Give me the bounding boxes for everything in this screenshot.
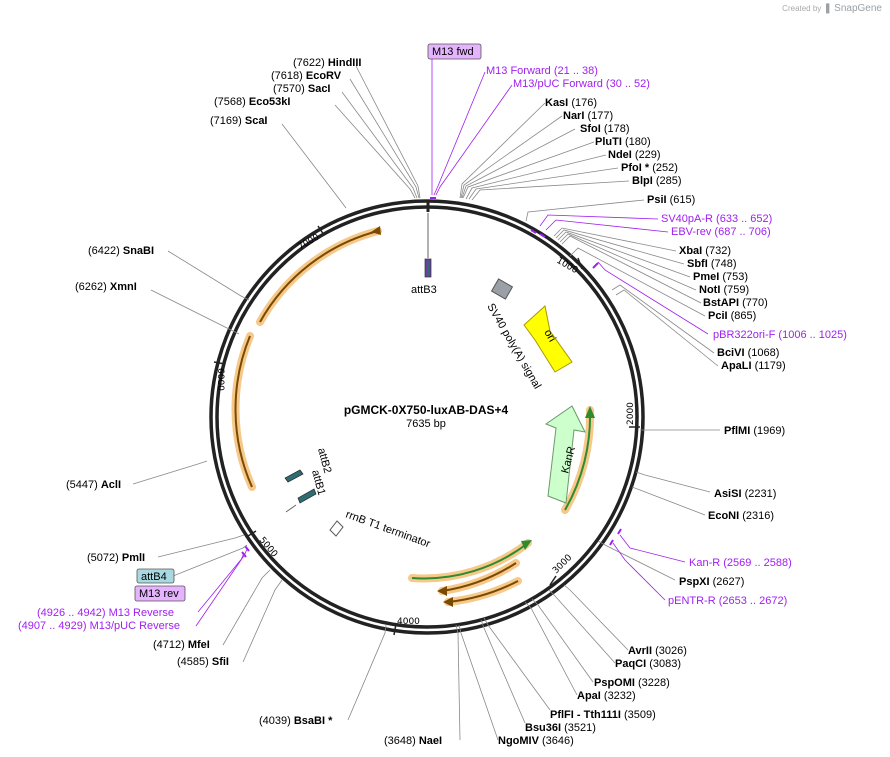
attb-connector bbox=[285, 504, 297, 513]
ori-label: ori bbox=[541, 328, 558, 345]
sv40-polya-label: SV40 poly(A) signal bbox=[484, 302, 543, 392]
attb1-feature bbox=[297, 488, 317, 504]
enzyme-label: (7570) SacI bbox=[273, 83, 331, 95]
primer-label: M13/pUC Forward (30 .. 52) bbox=[513, 78, 650, 90]
attb4-box bbox=[136, 568, 175, 584]
tick-3000: 3000 bbox=[551, 553, 574, 576]
attb4-box-label: attB4 bbox=[141, 571, 167, 583]
enzyme-label: NarI (177) bbox=[563, 110, 613, 122]
feature-6000-arc bbox=[234, 335, 253, 488]
rrnb-t1-terminator-feature bbox=[329, 520, 344, 537]
primer-label: (4907 .. 4929) M13/pUC Reverse bbox=[18, 620, 180, 632]
feature-7000-arrowhead bbox=[371, 226, 381, 235]
enzyme-label: (5072) PmlI bbox=[87, 552, 145, 564]
tick-2000: 2000 bbox=[626, 402, 636, 425]
watermark-prefix: Created by bbox=[782, 4, 822, 13]
bottom-green-arc bbox=[411, 542, 529, 580]
primer-marks bbox=[241, 197, 622, 558]
primer-label: pBR322ori-F (1006 .. 1025) bbox=[713, 329, 847, 341]
enzyme-label: Bsu36I (3521) bbox=[525, 722, 596, 734]
enzyme-label: SbfI (748) bbox=[687, 258, 737, 270]
kanr-feature bbox=[544, 405, 586, 504]
enzyme-label: EcoNI (2316) bbox=[708, 510, 774, 522]
enzyme-label: NgoMIV (3646) bbox=[498, 735, 574, 747]
enzyme-label: (4712) MfeI bbox=[153, 639, 210, 651]
feature-7000-arc bbox=[259, 230, 379, 323]
plasmid-length: 7635 bp bbox=[406, 418, 446, 430]
enzyme-label: (4039) BsaBI * bbox=[259, 715, 333, 727]
m13-fwd-box bbox=[427, 43, 482, 60]
primer-label: pENTR-R (2653 .. 2672) bbox=[668, 595, 787, 607]
enzyme-label: PaqCI (3083) bbox=[615, 658, 681, 670]
attb3-feature-highlight bbox=[427, 261, 429, 275]
enzyme-label: (6422) SnaBI bbox=[88, 245, 154, 257]
watermark-brand: SnapGene bbox=[834, 3, 882, 14]
tick-6000: 6000 bbox=[215, 368, 225, 391]
sv40-polya-feature bbox=[490, 278, 514, 300]
snapgene-logo-icon: ❚ bbox=[823, 3, 832, 14]
primer-label: (4926 .. 4942) M13 Reverse bbox=[37, 607, 174, 619]
m13-fwd-label: M13 fwd bbox=[432, 46, 474, 58]
enzyme-label: BstAPI (770) bbox=[703, 297, 768, 309]
bottom-orange-arc-2 bbox=[447, 580, 519, 603]
enzyme-label: PflFI - Tth111I (3509) bbox=[550, 709, 656, 721]
enzyme-label: NotI (759) bbox=[699, 284, 749, 296]
kan-cds-arc bbox=[564, 409, 592, 511]
enzyme-label: (5447) AclI bbox=[66, 479, 121, 491]
enzyme-label: (7568) Eco53kI bbox=[214, 96, 290, 108]
enzyme-label: SfoI (178) bbox=[580, 123, 630, 135]
primer-label: M13 Forward (21 .. 38) bbox=[486, 65, 598, 77]
ori-feature bbox=[523, 305, 573, 373]
enzyme-label: AsiSI (2231) bbox=[714, 488, 776, 500]
enzyme-label: (7618) EcoRV bbox=[271, 70, 342, 82]
enzyme-label: PspOMI (3228) bbox=[594, 677, 670, 689]
m13-rev-label: M13 rev bbox=[139, 588, 179, 600]
primer-leader-lines bbox=[195, 57, 709, 627]
kan-cds-arrowhead bbox=[585, 406, 595, 418]
enzyme-leader-lines bbox=[132, 65, 720, 741]
plasmid-name: pGMCK-0X750-luxAB-DAS+4 bbox=[344, 403, 509, 417]
enzyme-label: (3648) NaeI bbox=[384, 735, 442, 747]
tick-4000: 4000 bbox=[397, 617, 420, 627]
enzyme-label: BciVI (1068) bbox=[717, 347, 779, 359]
primer-label: EBV-rev (687 .. 706) bbox=[671, 226, 771, 238]
primer-label: Kan-R (2569 .. 2588) bbox=[689, 557, 792, 569]
snapgene-watermark: Created by ❚ SnapGene bbox=[782, 3, 882, 14]
enzyme-label: PflMI (1969) bbox=[724, 425, 785, 437]
attb2-feature bbox=[284, 469, 304, 483]
enzyme-label: (4585) SfiI bbox=[177, 656, 229, 668]
enzyme-label: (6262) XmnI bbox=[75, 281, 137, 293]
enzyme-label: AvrII (3026) bbox=[628, 645, 687, 657]
bottom-orange-arrowhead-1 bbox=[437, 586, 447, 596]
enzyme-label: PmeI (753) bbox=[693, 271, 748, 283]
enzyme-label: KasI (176) bbox=[545, 97, 597, 109]
enzyme-label: NdeI (229) bbox=[608, 149, 661, 161]
enzyme-label: ApaLI (1179) bbox=[721, 360, 786, 372]
m13-rev-box bbox=[134, 585, 186, 602]
attb3-label: attB3 bbox=[411, 284, 437, 296]
enzyme-label: PluTI (180) bbox=[595, 136, 651, 148]
enzyme-label: (7622) HindIII bbox=[293, 57, 361, 69]
bottom-green-arrowhead bbox=[521, 540, 532, 550]
enzyme-label: ApaI (3232) bbox=[577, 690, 636, 702]
enzyme-label: PciI (865) bbox=[708, 310, 756, 322]
primer-label: SV40pA-R (633 .. 652) bbox=[661, 213, 772, 225]
feature-7000-arc-shadow bbox=[256, 227, 382, 326]
enzyme-label: BlpI (285) bbox=[632, 175, 682, 187]
rrnb-t1-terminator-label: rrnB T1 terminator bbox=[344, 509, 432, 551]
enzyme-label: PsiI (615) bbox=[647, 194, 695, 206]
enzyme-label: XbaI (732) bbox=[679, 245, 731, 257]
bottom-orange-arrowhead-2 bbox=[443, 597, 453, 607]
enzyme-label: PspXI (2627) bbox=[679, 576, 744, 588]
bottom-orange-arc-1 bbox=[441, 562, 517, 592]
boxed-label-leaders bbox=[172, 544, 248, 577]
tick-marks bbox=[213, 225, 640, 636]
enzyme-label: (7169) ScaI bbox=[210, 115, 268, 127]
enzyme-label: PfoI * (252) bbox=[621, 162, 678, 174]
